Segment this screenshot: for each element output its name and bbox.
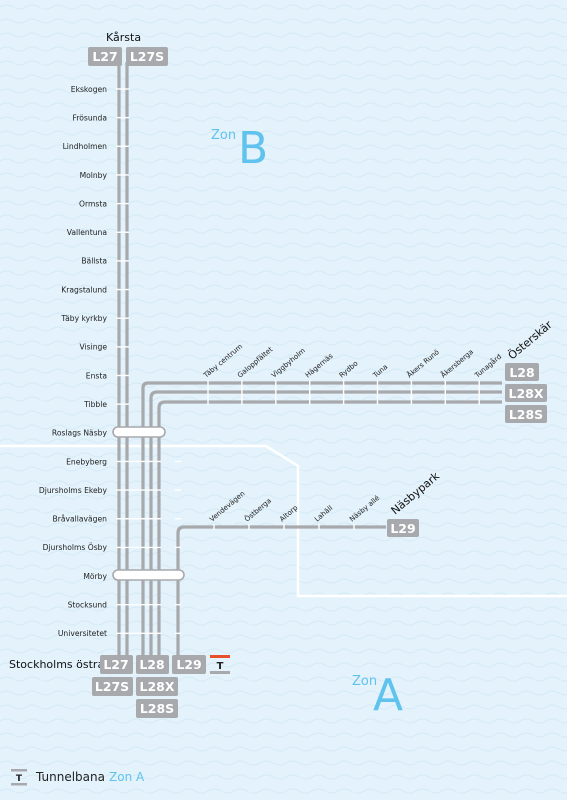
line-badge[interactable] <box>92 677 133 696</box>
station-ballsta: Bällsta <box>81 257 107 266</box>
station-ticks-main <box>116 88 181 635</box>
metro-icon-letter: T <box>217 661 224 672</box>
line-badge-label: L27 <box>92 49 117 64</box>
station-morby: Mörby <box>83 572 107 581</box>
metro-icon-accent <box>210 655 230 658</box>
station-ekskogen: Ekskogen <box>71 85 107 94</box>
station-molnby: Molnby <box>80 171 108 180</box>
line-badge-label: L27S <box>130 49 164 64</box>
zone-a-letter: A <box>373 670 403 721</box>
station-kragstalund: Kragstalund <box>61 285 107 294</box>
line-badge-label: L28 <box>139 657 164 672</box>
legend: T Tunnelbana Zon A <box>11 769 145 786</box>
line-badge[interactable] <box>505 405 547 423</box>
track-l28 <box>141 381 502 660</box>
badges-osterskar: L28 L28X L28S <box>505 363 547 423</box>
station-bravallavagen: Bråvallavägen <box>53 515 108 524</box>
line-badge-label: L28X <box>509 386 544 401</box>
line-badge-label: L27 <box>103 657 128 672</box>
zone-border <box>0 444 567 598</box>
interchange-morby <box>112 569 185 581</box>
line-badge[interactable] <box>505 384 547 402</box>
legend-icon-bottom <box>11 783 27 786</box>
track-lines <box>117 62 502 660</box>
station-tibble: Tibble <box>83 400 107 409</box>
station-lindholmen: Lindholmen <box>63 142 108 151</box>
legend-zone-label: Zon A <box>109 770 145 784</box>
station-djursholms-osby: Djursholms Ösby <box>43 543 108 552</box>
line-badge-label: L28S <box>140 701 174 716</box>
track-l28s <box>157 400 502 660</box>
station-enebyberg: Enebyberg <box>66 457 107 466</box>
station-labels-main: EkskogenFrösundaLindholmenMolnbyOrmstaVa… <box>39 85 108 638</box>
station-djursholms-ekeby: Djursholms Ekeby <box>39 486 108 495</box>
badges-nasbypark: L29 <box>387 519 419 537</box>
terminus-karsta: Kårsta <box>106 31 141 44</box>
legend-icon-top <box>11 769 27 772</box>
line-badge-label: L29 <box>390 521 415 536</box>
station-ensta: Ensta <box>86 371 107 380</box>
legend-metro-label: Tunnelbana <box>35 770 105 784</box>
legend-icon-letter: T <box>16 774 23 784</box>
line-badge-label: L28X <box>140 679 175 694</box>
track-l28x <box>149 390 502 660</box>
line-badge-label: L28S <box>509 407 543 422</box>
line-badge[interactable] <box>387 519 419 537</box>
line-badge-label: L27S <box>95 679 129 694</box>
station-taby-kyrkby: Täby kyrkby <box>60 314 107 323</box>
zone-b-letter: B <box>238 123 268 174</box>
metro-icon-base <box>210 671 230 674</box>
zone-a-prefix: Zon <box>352 674 377 689</box>
line-badge-label: L28 <box>509 365 534 380</box>
line-badge[interactable] <box>136 655 169 674</box>
line-badge[interactable] <box>172 655 206 674</box>
line-badge[interactable] <box>100 655 133 674</box>
station-frosunda: Frösunda <box>73 113 107 122</box>
station-ormsta: Ormsta <box>79 199 107 208</box>
line-badge[interactable] <box>505 363 539 381</box>
zone-b-prefix: Zon <box>211 128 236 143</box>
interchange-roslags-nasby <box>112 426 166 438</box>
terminus-stockholms-ostra: Stockholms östra <box>9 658 104 671</box>
track-l29 <box>176 525 386 660</box>
station-universitetet: Universitetet <box>58 629 107 638</box>
station-ticks-osterskar <box>207 380 480 405</box>
badges-karsta: L27 L27S <box>88 47 168 66</box>
metro-icon: T <box>11 769 27 786</box>
station-roslags-nasby: Roslags Näsby <box>52 429 108 438</box>
badges-stockholms-ostra: L27 L27S L28 L28X L28S L29 <box>92 655 206 718</box>
metro-icon: T <box>210 655 230 674</box>
line-badge[interactable] <box>126 47 168 66</box>
line-badge[interactable] <box>136 677 178 696</box>
station-ticks-nasbypark <box>213 524 355 530</box>
line-badge[interactable] <box>136 699 178 718</box>
station-vallentuna: Vallentuna <box>67 228 107 237</box>
line-badge-label: L29 <box>176 657 201 672</box>
line-badge[interactable] <box>88 47 122 66</box>
station-visinge: Visinge <box>79 343 107 352</box>
station-stocksund: Stocksund <box>68 601 108 610</box>
